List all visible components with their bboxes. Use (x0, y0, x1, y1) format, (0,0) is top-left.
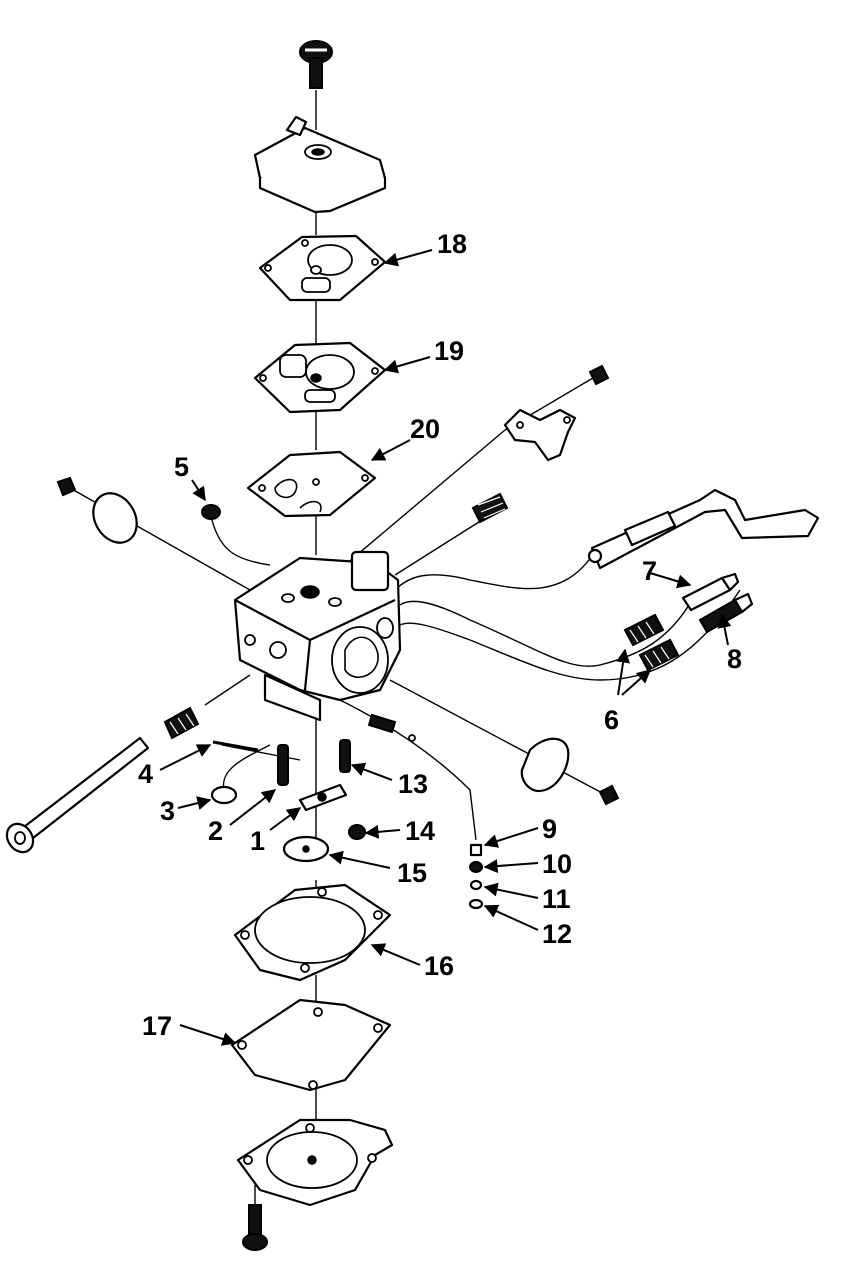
carburetor-body (233, 550, 402, 722)
bottom-cover-screw (242, 1204, 268, 1251)
assembly-axis-lines (69, 90, 741, 1215)
left-throttle-plate (56, 476, 138, 544)
callout-label-16: 16 (424, 951, 454, 981)
callout-label-13: 13 (398, 769, 428, 799)
small-idle-screw (367, 713, 416, 742)
callout-label-6: 6 (604, 705, 619, 735)
callout-label-11: 11 (542, 884, 571, 914)
throttle-bracket (503, 364, 610, 462)
metering-diaphragm-17 (230, 998, 392, 1092)
callout-label-8: 8 (727, 644, 742, 674)
callout-label-9: 9 (542, 814, 557, 844)
callout-label-5: 5 (174, 452, 189, 482)
fuel-pump-gasket-18 (258, 234, 387, 302)
callout-label-12: 12 (542, 919, 572, 949)
check-valve-stack (468, 843, 484, 910)
inlet-needle-4 (212, 740, 259, 752)
callout-label-2: 2 (208, 816, 223, 846)
pump-cover (253, 115, 387, 214)
top-cover-screw (299, 40, 333, 89)
fuel-pump-diaphragm-19 (253, 341, 387, 414)
callout-label-17: 17 (142, 1011, 172, 1041)
welch-plug-5 (201, 504, 221, 520)
callout-leaders (159, 249, 732, 1046)
callout-label-20: 20 (410, 414, 440, 444)
callout-label-1: 1 (250, 826, 265, 856)
metering-lever-spring-2 (277, 744, 289, 786)
callout-label-3: 3 (160, 796, 175, 826)
needle-disc-3 (210, 785, 238, 805)
choke-shaft (5, 706, 200, 854)
callout-label-19: 19 (434, 336, 464, 366)
metering-cover (236, 1118, 394, 1207)
metering-lever-1 (298, 783, 348, 812)
callout-label-4: 4 (138, 759, 153, 789)
metering-gasket-16 (233, 883, 392, 982)
callout-labels: 1 2 3 4 5 6 7 8 9 10 11 12 13 14 15 16 1… (138, 229, 742, 1041)
throttle-lever (587, 488, 820, 570)
right-throttle-plate (520, 737, 620, 806)
diaphragm-disc-15 (282, 835, 330, 863)
callout-label-18: 18 (437, 229, 467, 259)
callout-label-15: 15 (397, 858, 427, 888)
needle-springs-6 (623, 613, 680, 672)
mixture-needle-7 (681, 572, 740, 612)
idle-speed-screw (471, 492, 509, 524)
inlet-plate-20 (246, 450, 377, 518)
spring-13 (339, 739, 351, 773)
callout-label-7: 7 (642, 556, 657, 586)
plug-14 (348, 824, 366, 840)
callout-label-10: 10 (542, 849, 572, 879)
callout-label-14: 14 (405, 816, 435, 846)
